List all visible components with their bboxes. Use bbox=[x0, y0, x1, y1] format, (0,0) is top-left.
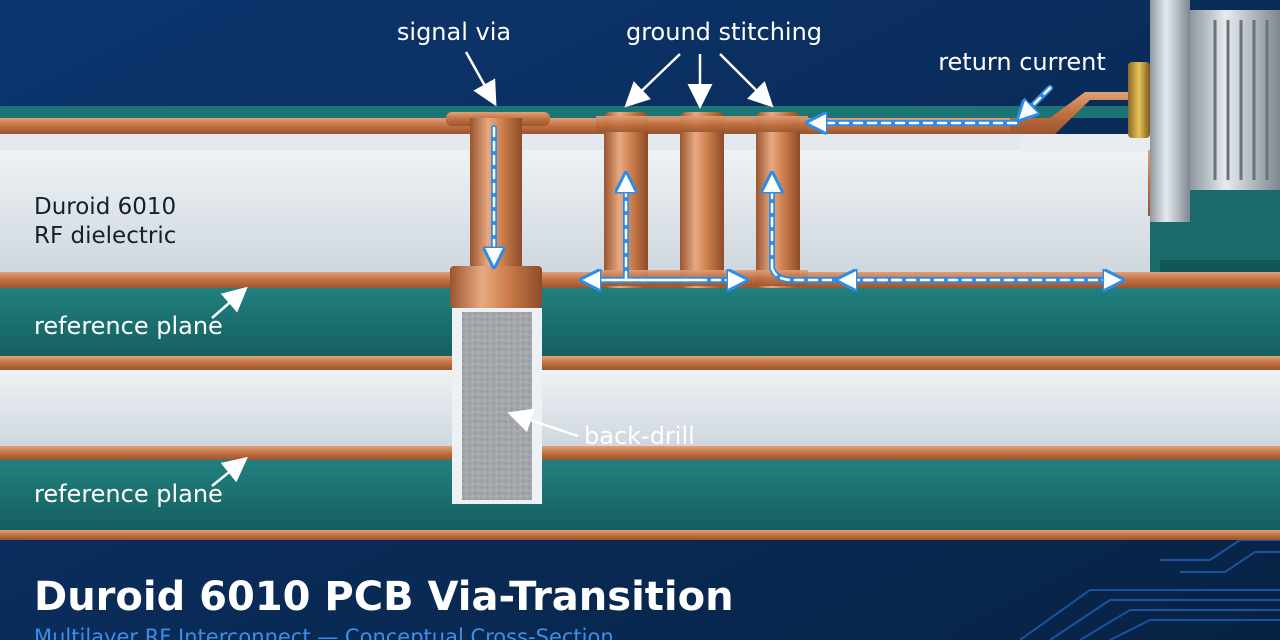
launch-trace bbox=[1010, 92, 1140, 134]
bottom-copper bbox=[0, 530, 1280, 540]
signal-via-label: signal via bbox=[397, 18, 511, 46]
connector-base bbox=[1160, 260, 1280, 272]
ground-stitching-label: ground stitching bbox=[626, 18, 822, 46]
reference-plane-lower-label: reference plane bbox=[34, 480, 223, 508]
middle-substrate bbox=[0, 288, 1280, 356]
page-subtitle: Multilayer RF Interconnect — Conceptual … bbox=[34, 625, 614, 640]
lower-substrate bbox=[0, 460, 1280, 530]
return-current-label: return current bbox=[938, 48, 1106, 76]
reference-plane-upper-label: reference plane bbox=[34, 312, 223, 340]
inner-copper bbox=[0, 356, 1280, 370]
back-drill-fill bbox=[462, 312, 532, 500]
page-title: Duroid 6010 PCB Via-Transition bbox=[34, 574, 734, 620]
coaxial-connector-icon bbox=[1128, 0, 1280, 222]
lower-dielectric bbox=[0, 370, 1280, 446]
callout-arrows bbox=[211, 51, 774, 487]
launch-dielectric bbox=[1020, 134, 1150, 152]
top-solder-mask bbox=[0, 106, 1180, 118]
duroid-dielectric bbox=[0, 150, 1170, 272]
dielectric-label-line2: RF dielectric bbox=[34, 223, 176, 249]
dielectric-label-line1: Duroid 6010 bbox=[34, 194, 176, 220]
lower-reference-plane bbox=[0, 446, 1280, 460]
decorative-circuit-traces bbox=[1019, 539, 1280, 640]
back-drill-label: back-drill bbox=[584, 422, 695, 450]
current-flow-arrows bbox=[494, 85, 1120, 280]
